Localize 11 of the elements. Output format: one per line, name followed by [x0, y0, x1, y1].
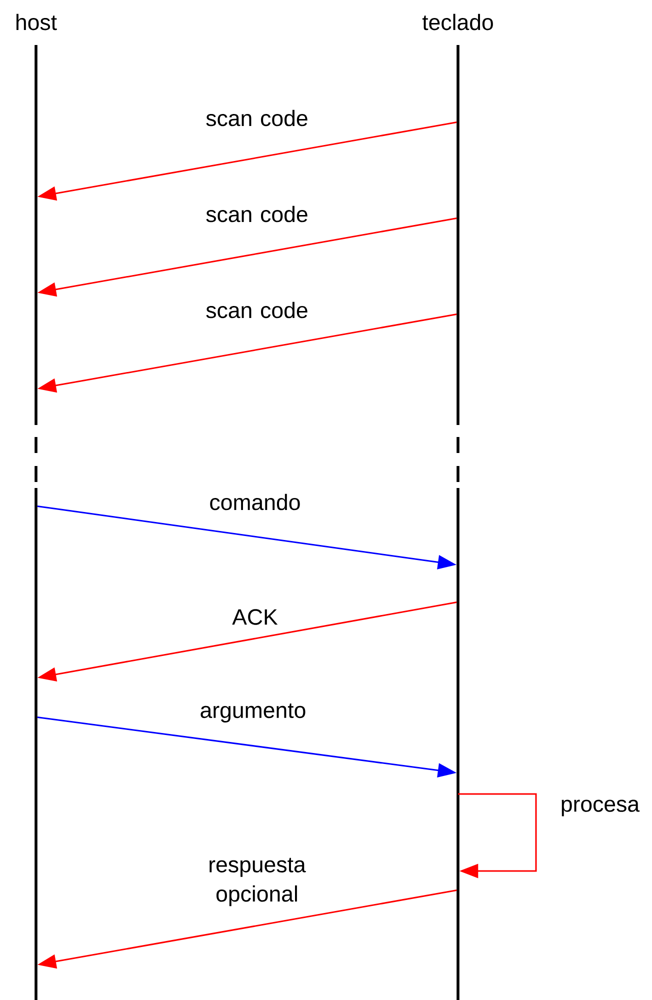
- arrow: [458, 793, 537, 878]
- edge-label: ACK: [232, 609, 278, 625]
- edge-label: scan code: [206, 302, 308, 318]
- edge-label: respuesta opcional: [210, 858, 306, 906]
- lifeline: teclado: [422, 14, 493, 1000]
- edge-label: argumento: [200, 704, 306, 722]
- edge-label: procesa: [562, 800, 640, 816]
- edge-label: comando: [210, 494, 300, 510]
- lifeline: host: [16, 14, 57, 1000]
- edge-label: scan code: [206, 110, 308, 126]
- edge-label: scan code: [206, 206, 308, 222]
